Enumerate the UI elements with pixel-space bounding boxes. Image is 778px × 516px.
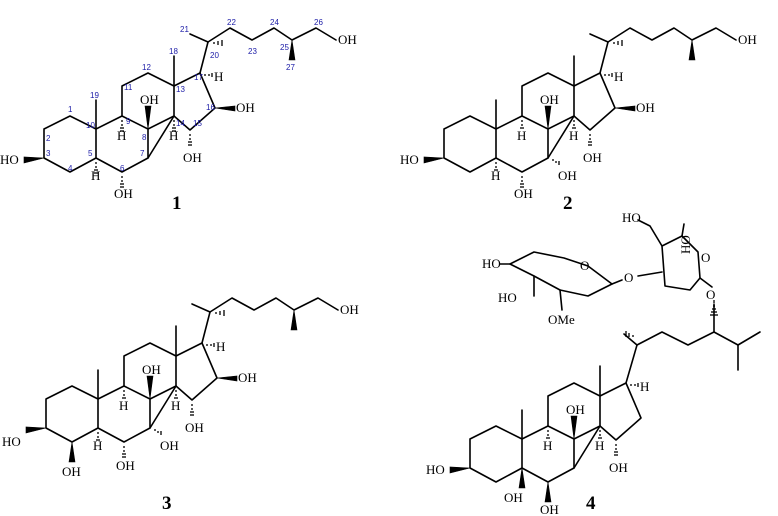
svg-text:15: 15 (193, 119, 202, 128)
h17-label: H (640, 379, 649, 394)
compound-2-label: 2 (563, 193, 573, 214)
c6-hydroxyl-label: OH (116, 458, 135, 473)
c15-hydroxyl-label: OH (185, 420, 204, 435)
pyranose-oxygen-label: O (580, 258, 589, 273)
c6-hydroxyl-label: OH (540, 502, 559, 516)
ring-oxygen-label: O (701, 250, 710, 265)
h14-label: H (169, 128, 178, 143)
h17-label: H (614, 69, 623, 84)
h5-label: H (93, 438, 102, 453)
h14-label: H (569, 128, 578, 143)
compound-3-label: 3 (162, 493, 172, 514)
svg-text:3: 3 (46, 149, 51, 158)
c3-hydroxyl-label: HO (0, 152, 19, 167)
svg-text:25: 25 (280, 43, 289, 52)
svg-text:5: 5 (88, 149, 93, 158)
h9-label: H (117, 128, 126, 143)
c26-hydroxyl-label: OH (338, 32, 357, 47)
h14-label: H (595, 438, 604, 453)
h5-label: H (91, 168, 100, 183)
compound-1-label: 1 (172, 193, 182, 214)
svg-text:27: 27 (286, 63, 295, 72)
furanose-hydroxyl-label: HO (678, 235, 693, 254)
c15-hydroxyl-label: OH (583, 150, 602, 165)
h9-label: H (517, 128, 526, 143)
svg-text:11: 11 (124, 83, 133, 92)
h14-label: H (171, 398, 180, 413)
svg-text:4: 4 (68, 164, 73, 173)
c26-hydroxyl-label: OH (340, 302, 359, 317)
c16-hydroxyl-label: OH (236, 100, 255, 115)
c3-hydroxyl-label: HO (426, 462, 445, 477)
svg-text:2: 2 (46, 134, 51, 143)
compound-2-structure: HO OH OH OH OH OH OH H H H H 2 (400, 27, 757, 214)
c6-hydroxyl-label: OH (514, 186, 533, 201)
c8-hydroxyl-label: OH (142, 362, 161, 377)
h9-label: H (543, 438, 552, 453)
c15-hydroxyl-label: OH (609, 460, 628, 475)
compound-3-structure: HO OH OH OH OH OH OH OH H H H H 3 (2, 297, 359, 514)
svg-text:26: 26 (314, 18, 323, 27)
c26-hydroxyl-label: OH (738, 32, 757, 47)
h17-label: H (216, 339, 225, 354)
c8-hydroxyl-label: OH (566, 402, 585, 417)
svg-text:16: 16 (206, 103, 215, 112)
svg-text:23: 23 (248, 47, 257, 56)
c7-hydroxyl-label: OH (160, 438, 179, 453)
h17-label: H (214, 69, 223, 84)
methoxy-label: OMe (548, 312, 575, 327)
xylose-c3-hydroxyl-label: HO (498, 290, 517, 305)
c16-hydroxyl-label: OH (238, 370, 257, 385)
c3-hydroxyl-label: HO (400, 152, 419, 167)
glycosidic-oxygen-label: O (706, 287, 715, 302)
c4-hydroxyl-label: OH (62, 464, 81, 479)
c8-hydroxyl-label: OH (140, 92, 159, 107)
compound-1-structure: HO OH OH OH OH OH H H H H 1 2 3 4 5 6 7 … (0, 18, 357, 214)
svg-text:17: 17 (194, 73, 203, 82)
svg-text:7: 7 (140, 149, 145, 158)
c8-hydroxyl-label: OH (540, 92, 559, 107)
svg-text:14: 14 (176, 119, 185, 128)
svg-text:19: 19 (90, 91, 99, 100)
c6-hydroxyl-label: OH (114, 186, 133, 201)
c16-hydroxyl-label: OH (636, 100, 655, 115)
svg-text:21: 21 (180, 25, 189, 34)
h9-label: H (119, 398, 128, 413)
h5-label: H (491, 168, 500, 183)
compound-4-structure: HO OH OH OH OH H H H O O HO HO O O HO HO… (426, 210, 761, 516)
svg-text:12: 12 (142, 63, 151, 72)
svg-text:22: 22 (227, 18, 236, 27)
c5-hydroxymethyl-label: HO (622, 210, 641, 225)
svg-text:20: 20 (210, 51, 219, 60)
c5-hydroxyl-label: OH (504, 490, 523, 505)
atom-numbering: 1 2 3 4 5 6 7 8 9 10 11 12 13 14 15 16 1… (46, 18, 323, 173)
svg-text:8: 8 (142, 133, 147, 142)
svg-text:24: 24 (270, 18, 279, 27)
svg-text:9: 9 (126, 117, 131, 126)
c3-hydroxyl-label: HO (2, 434, 21, 449)
svg-text:1: 1 (68, 105, 73, 114)
xylose-c4-hydroxyl-label: HO (482, 256, 501, 271)
interglycosidic-oxygen-label: O (624, 270, 633, 285)
svg-text:18: 18 (169, 47, 178, 56)
svg-text:6: 6 (120, 164, 125, 173)
svg-text:10: 10 (86, 121, 95, 130)
svg-text:13: 13 (176, 85, 185, 94)
c7-hydroxyl-label: OH (558, 168, 577, 183)
c15-hydroxyl-label: OH (183, 150, 202, 165)
compound-4-label: 4 (586, 493, 596, 514)
